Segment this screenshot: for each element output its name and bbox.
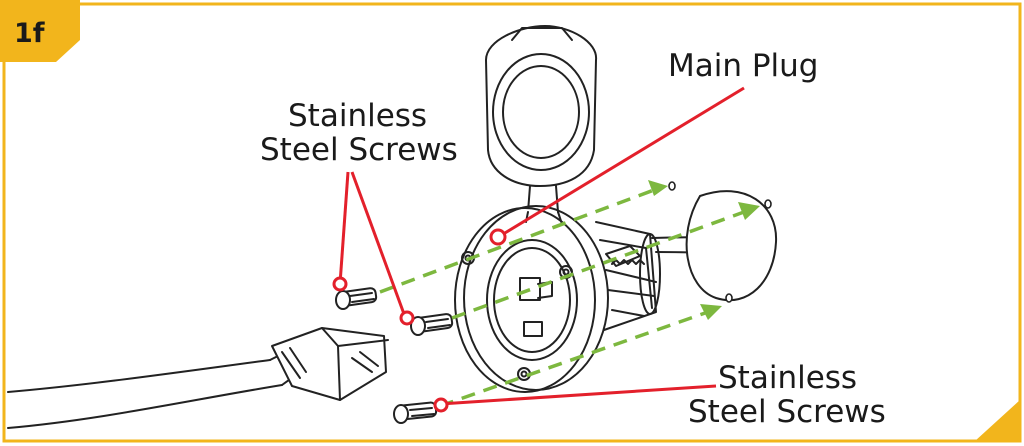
hole-markers — [668, 181, 772, 303]
receptacle-body — [595, 221, 661, 331]
screw-top-left — [335, 287, 378, 310]
screw-top-right — [410, 313, 454, 336]
step-badge: 1f — [0, 0, 80, 62]
screw-bottom — [393, 401, 438, 424]
arrow-bottom — [439, 310, 709, 408]
label-screws-top-line2: Steel Screws — [260, 132, 458, 168]
arrow-head-2 — [738, 202, 760, 220]
faceplate — [454, 205, 609, 393]
arrow-top-1 — [379, 188, 655, 294]
arrow-head-1 — [648, 180, 668, 196]
label-screws-bottom-line1: Stainless — [718, 360, 857, 396]
callout-bottom-screw — [439, 384, 717, 406]
corner-accent — [975, 400, 1020, 441]
callout-dots — [332, 228, 507, 413]
callout-top-screw-2 — [350, 171, 406, 315]
label-main-plug: Main Plug — [668, 48, 819, 84]
cable-drawing — [7, 327, 389, 429]
step-badge-label: 1f — [14, 18, 45, 49]
label-screws-top-line1: Stainless — [288, 98, 427, 134]
callout-main-plug — [499, 86, 745, 238]
assembly-arrows — [379, 188, 745, 408]
protective-cap — [485, 25, 598, 213]
line-art — [7, 25, 778, 429]
callout-top-screw-1 — [338, 171, 350, 285]
arrow-heads — [648, 180, 760, 320]
mounting-disc — [651, 190, 778, 302]
arrow-top-2 — [451, 210, 745, 320]
label-screws-bottom-line2: Steel Screws — [688, 394, 886, 430]
arrow-head-3 — [700, 304, 722, 320]
callout-lines — [338, 86, 745, 406]
